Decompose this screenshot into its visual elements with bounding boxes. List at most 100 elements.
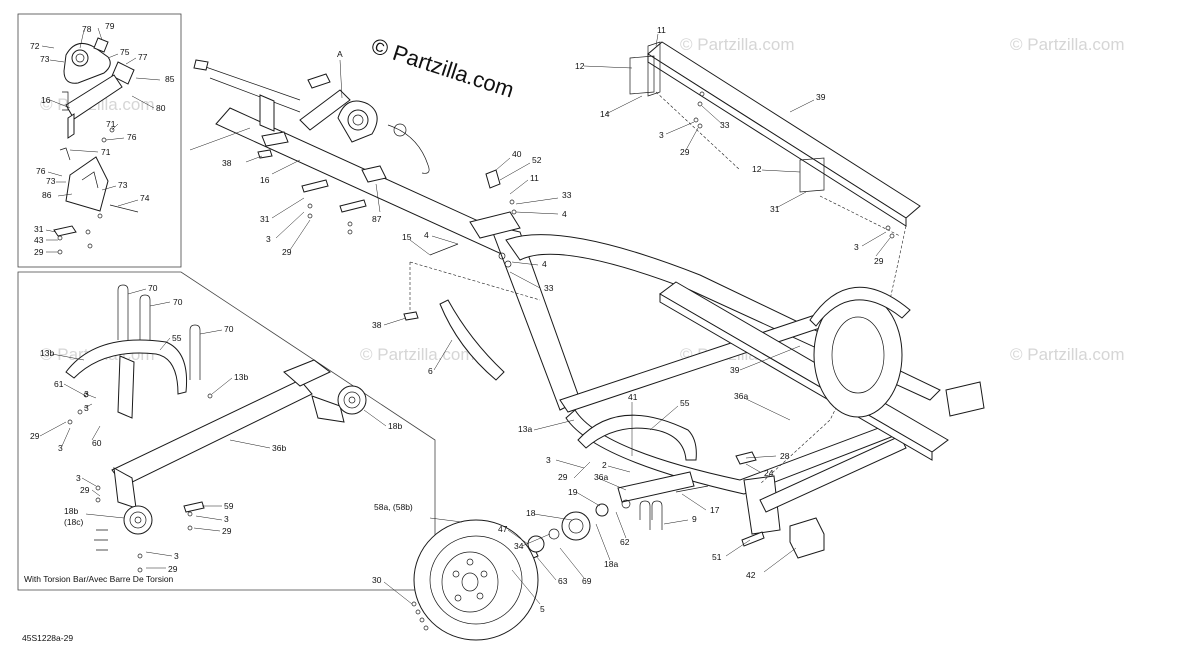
callout: 18b bbox=[388, 421, 402, 431]
callout: 74 bbox=[140, 193, 150, 203]
callout: 63 bbox=[558, 576, 568, 586]
callout: 16 bbox=[260, 175, 270, 185]
callout: 70 bbox=[224, 324, 234, 334]
callout: 3 bbox=[224, 514, 229, 524]
callout: 31 bbox=[770, 204, 780, 214]
callout: 12 bbox=[575, 61, 585, 71]
callout: 33 bbox=[562, 190, 572, 200]
callout: 78 bbox=[82, 24, 92, 34]
callout: 36b bbox=[272, 443, 286, 453]
callout: 76 bbox=[127, 132, 137, 142]
callout: 31 bbox=[34, 224, 44, 234]
torsion-bar-inset bbox=[17, 271, 436, 591]
inset-caption: With Torsion Bar/Avec Barre De Torsion bbox=[24, 574, 174, 584]
callout: 3 bbox=[266, 234, 271, 244]
callout: 3 bbox=[659, 130, 664, 140]
trailer-frame bbox=[193, 41, 949, 535]
callout: 80 bbox=[156, 103, 166, 113]
callout: 62 bbox=[620, 537, 630, 547]
callout: 73 bbox=[46, 176, 56, 186]
watermark-faint-group: © Partzilla.com © Partzilla.com © Partzi… bbox=[40, 35, 1125, 364]
callout: 59 bbox=[224, 501, 234, 511]
callout: 34 bbox=[514, 541, 524, 551]
callout: 3 bbox=[76, 473, 81, 483]
callout: 39 bbox=[816, 92, 826, 102]
callout: 58a, (58b) bbox=[374, 502, 413, 512]
front-fender-hub bbox=[519, 414, 765, 563]
callout: 29 bbox=[558, 472, 568, 482]
callout: 42 bbox=[746, 570, 756, 580]
watermark-faint: © Partzilla.com bbox=[680, 35, 795, 54]
callout: 73 bbox=[118, 180, 128, 190]
callout: 13b bbox=[40, 348, 54, 358]
callout: 29 bbox=[222, 526, 232, 536]
callout: 13b bbox=[234, 372, 248, 382]
callout: 36a bbox=[734, 391, 748, 401]
callout: 29 bbox=[874, 256, 884, 266]
callout: 3 bbox=[84, 403, 89, 413]
callout: 86 bbox=[42, 190, 52, 200]
callout: 12 bbox=[752, 164, 762, 174]
callout: 4 bbox=[562, 209, 567, 219]
callout: 28 bbox=[780, 451, 790, 461]
tail-light-block bbox=[789, 517, 825, 559]
callout: 3 bbox=[174, 551, 179, 561]
callout-labels: 72 73 78 79 75 77 85 80 16 71 76 71 76 7… bbox=[30, 21, 884, 614]
callout: 30 bbox=[372, 575, 382, 585]
callout: 4 bbox=[542, 259, 547, 269]
tire-wheel bbox=[411, 519, 539, 641]
callout: 52 bbox=[532, 155, 542, 165]
callout: 29 bbox=[34, 247, 44, 257]
callout: 36a bbox=[594, 472, 608, 482]
callout: 69 bbox=[582, 576, 592, 586]
callout: 77 bbox=[138, 52, 148, 62]
callout: 29 bbox=[282, 247, 292, 257]
watermark-faint: © Partzilla.com bbox=[1010, 345, 1125, 364]
callout: 18a bbox=[604, 559, 618, 569]
callout: 3 bbox=[854, 242, 859, 252]
callout: 13a bbox=[518, 424, 532, 434]
callout: 75 bbox=[120, 47, 130, 57]
callout: 55 bbox=[680, 398, 690, 408]
callout: 19 bbox=[568, 487, 578, 497]
callout: (18c) bbox=[64, 517, 84, 527]
callout: 3 bbox=[58, 443, 63, 453]
callout: 79 bbox=[105, 21, 115, 31]
watermark-main: © Partzilla.com bbox=[368, 33, 517, 103]
callout: 70 bbox=[148, 283, 158, 293]
callout: 29 bbox=[680, 147, 690, 157]
callout: 43 bbox=[34, 235, 44, 245]
callout: 60 bbox=[92, 438, 102, 448]
callout: 38 bbox=[222, 158, 232, 168]
winch-stand-inset bbox=[17, 13, 182, 268]
watermark-faint: © Partzilla.com bbox=[1010, 35, 1125, 54]
callout: 47 bbox=[498, 524, 508, 534]
callout: 87 bbox=[372, 214, 382, 224]
callout: 16 bbox=[41, 95, 51, 105]
callout: 85 bbox=[165, 74, 175, 84]
callout: 2 bbox=[602, 460, 607, 470]
callout: 38 bbox=[372, 320, 382, 330]
rear-wheel-assembly bbox=[809, 286, 911, 418]
callout: 51 bbox=[712, 552, 722, 562]
callout: 3 bbox=[84, 389, 89, 399]
callout: 29 bbox=[30, 431, 40, 441]
callout: 11 bbox=[530, 173, 539, 183]
callout: 71 bbox=[101, 147, 111, 157]
callout: 61 bbox=[54, 379, 64, 389]
callout: 29 bbox=[168, 564, 178, 574]
callout: 31 bbox=[260, 214, 270, 224]
callout: 41 bbox=[628, 392, 638, 402]
document-code: 45S1228a-29 bbox=[22, 633, 73, 643]
leader-lines bbox=[39, 27, 891, 605]
callout: 15 bbox=[402, 232, 412, 242]
callout: 70 bbox=[173, 297, 183, 307]
callout: 6 bbox=[428, 366, 433, 376]
callout: 73 bbox=[40, 54, 50, 64]
callout: 33 bbox=[544, 283, 554, 293]
callout: 55 bbox=[172, 333, 182, 343]
callout: 76 bbox=[36, 166, 46, 176]
callout: 9 bbox=[692, 514, 697, 524]
callout: 11 bbox=[657, 25, 666, 35]
tail-light-left bbox=[945, 381, 985, 417]
